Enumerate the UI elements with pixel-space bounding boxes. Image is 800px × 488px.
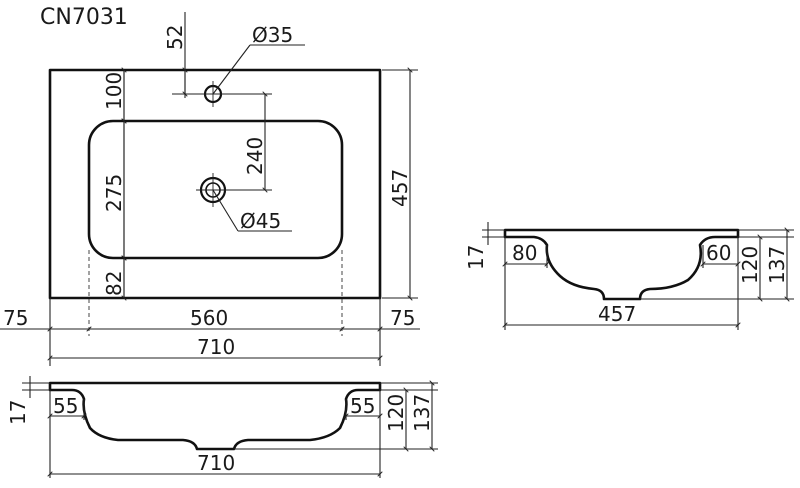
side-inner-height-label: 120 bbox=[738, 246, 762, 284]
side-rim-label: 17 bbox=[464, 245, 488, 270]
front-wall-right-label: 55 bbox=[350, 394, 375, 418]
bowl-to-front-label: 82 bbox=[102, 271, 126, 296]
bowl-width-label: 560 bbox=[190, 306, 228, 330]
side-left-label: 75 bbox=[3, 306, 28, 330]
bowl-depth-label: 275 bbox=[102, 174, 126, 212]
bowl-outline bbox=[87, 119, 344, 260]
rear-to-bowl-label: 100 bbox=[102, 72, 126, 110]
front-view: 17 55 55 120 137 710 bbox=[6, 376, 438, 478]
front-wall-left-label: 55 bbox=[53, 394, 78, 418]
side-view: 17 80 60 120 137 457 bbox=[464, 222, 794, 330]
front-profile-outline bbox=[48, 381, 382, 451]
side-depth-label: 457 bbox=[598, 302, 636, 326]
tap-offset-label: 52 bbox=[163, 25, 187, 50]
top-view: Ø35 Ø45 52 100 275 82 240 457 bbox=[0, 12, 420, 366]
total-depth-label: 457 bbox=[388, 169, 412, 207]
tap-hole-diameter-label: Ø35 bbox=[252, 23, 293, 47]
front-rim-label: 17 bbox=[6, 400, 30, 425]
basin-outline bbox=[48, 68, 382, 300]
front-total-height-label: 137 bbox=[410, 394, 434, 432]
front-inner-height-label: 120 bbox=[384, 394, 408, 432]
tap-to-drain-label: 240 bbox=[243, 137, 267, 175]
model-title: CN7031 bbox=[40, 5, 128, 30]
total-width-label: 710 bbox=[197, 335, 235, 359]
side-right-label: 75 bbox=[390, 306, 415, 330]
side-total-height-label: 137 bbox=[765, 246, 789, 284]
side-wall-right-label: 60 bbox=[706, 241, 731, 265]
drain-hole-diameter-label: Ø45 bbox=[240, 209, 281, 233]
front-width-label: 710 bbox=[197, 451, 235, 475]
side-wall-left-label: 80 bbox=[512, 241, 537, 265]
